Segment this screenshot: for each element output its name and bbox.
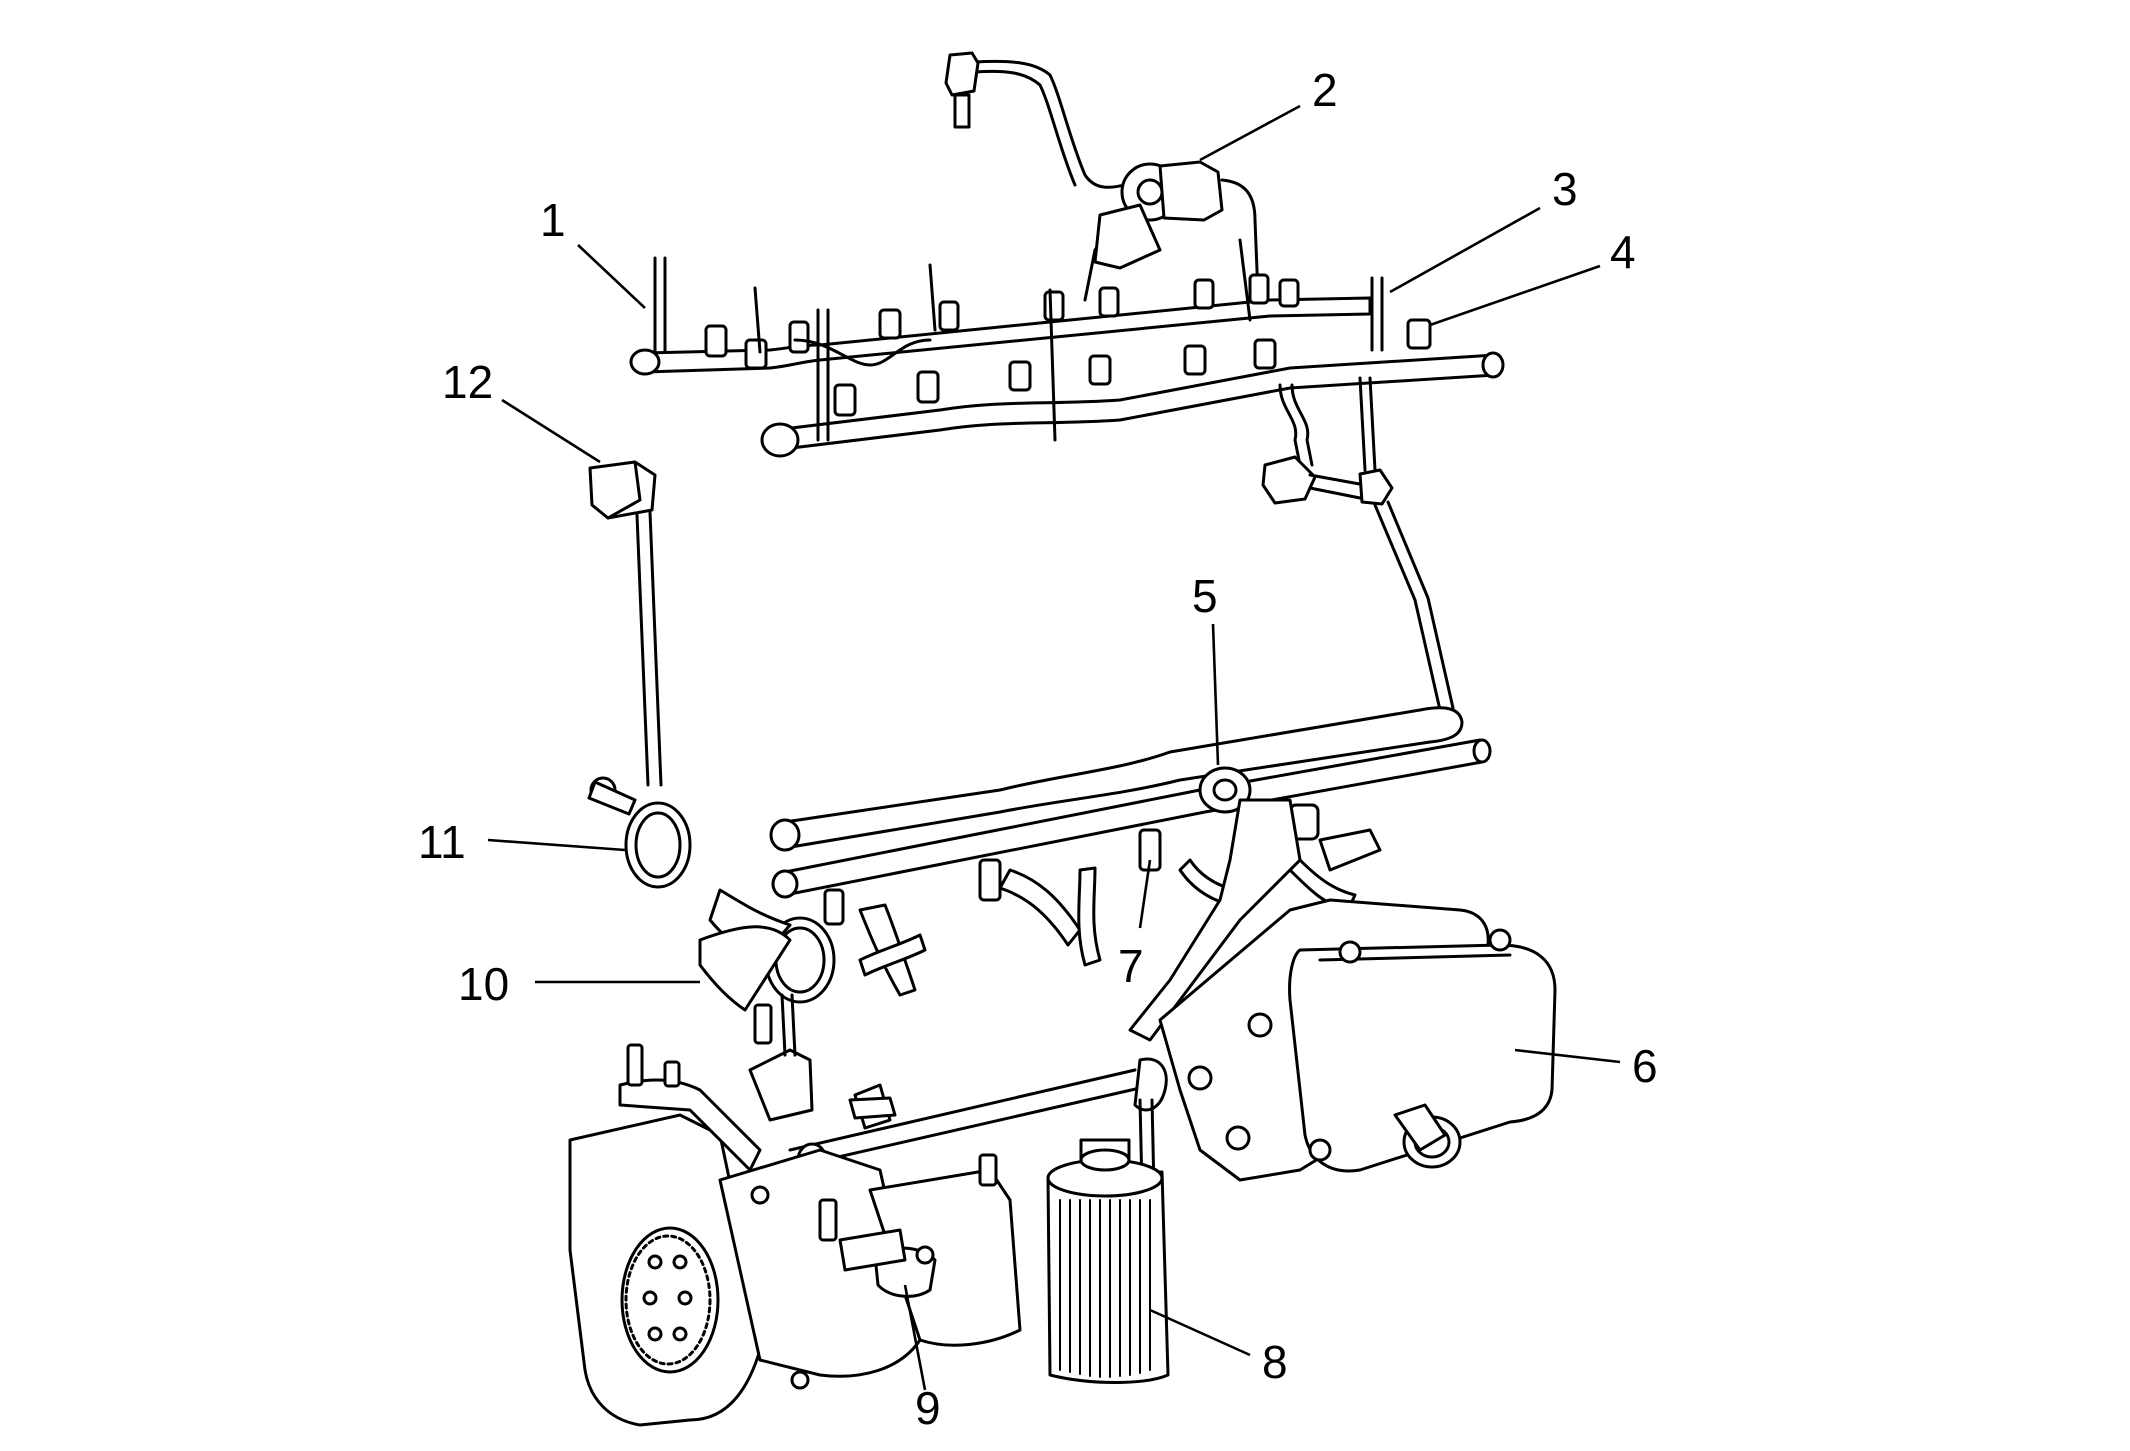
callout-11: 11 (418, 816, 466, 868)
upper-fuel-rail-assembly (629, 51, 1505, 472)
callout-10: 10 (458, 958, 509, 1010)
callout-1: 1 (540, 194, 566, 246)
filter-pleats (1059, 1199, 1151, 1378)
callout-5: 5 (1192, 570, 1218, 622)
callout-2: 2 (1312, 64, 1338, 116)
callout-4: 4 (1610, 226, 1636, 278)
supply-line-right (1261, 455, 1455, 712)
callout-8: 8 (1262, 1336, 1288, 1388)
cooler-module-part-6 (1158, 898, 1557, 1182)
sprocket-gear-icon (624, 1234, 712, 1366)
callout-6: 6 (1632, 1040, 1658, 1092)
callout-3: 3 (1552, 163, 1578, 215)
callout-12: 12 (442, 356, 493, 408)
callout-labels: 1 2 3 4 5 6 7 8 9 10 11 12 (418, 64, 1658, 1434)
connector-cap-part-12 (588, 460, 663, 787)
rail-injector-group (704, 273, 1432, 417)
intake-fork-brackets (708, 803, 1357, 997)
manifold-frame-part-10 (698, 798, 1382, 1042)
leader-lines (487, 104, 1621, 1391)
oil-filter-part-8 (1046, 1138, 1170, 1384)
callout-9: 9 (915, 1382, 941, 1434)
callout-7: 7 (1118, 940, 1144, 992)
pump-housing-part-9 (568, 993, 1022, 1427)
grommet-part-5 (1198, 766, 1252, 814)
ring-seal-part-11 (587, 776, 692, 889)
